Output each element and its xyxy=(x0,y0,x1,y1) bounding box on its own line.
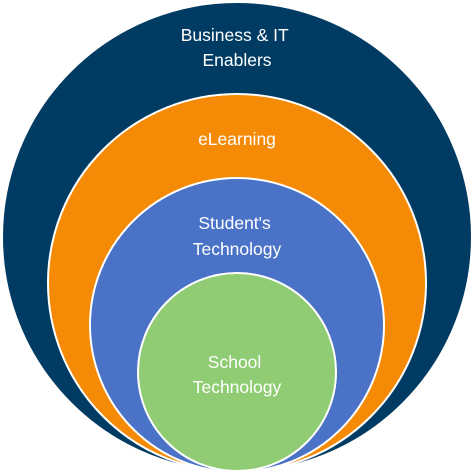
ring-label-students-technology-line-1: Student's xyxy=(198,213,271,233)
ring-label-business-it-line-1: Business & IT xyxy=(181,25,289,45)
ring-label-students-technology-line-2: Technology xyxy=(193,239,282,259)
ring-label-business-it-line-2: Enablers xyxy=(202,50,271,70)
ring-label-elearning: eLearning xyxy=(198,129,276,149)
ring-label-school-technology-line-1: School xyxy=(208,352,262,372)
svg-text:Student's Technology: Student's Technology xyxy=(193,213,282,259)
ring-school-technology xyxy=(137,272,337,472)
svg-text:Business & IT Enablers: Business & IT Enablers xyxy=(181,25,294,70)
svg-text:School Technology: School Technology xyxy=(193,352,282,397)
svg-text:eLearning: eLearning xyxy=(198,129,276,149)
ring-label-school-technology-line-2: Technology xyxy=(193,377,282,397)
